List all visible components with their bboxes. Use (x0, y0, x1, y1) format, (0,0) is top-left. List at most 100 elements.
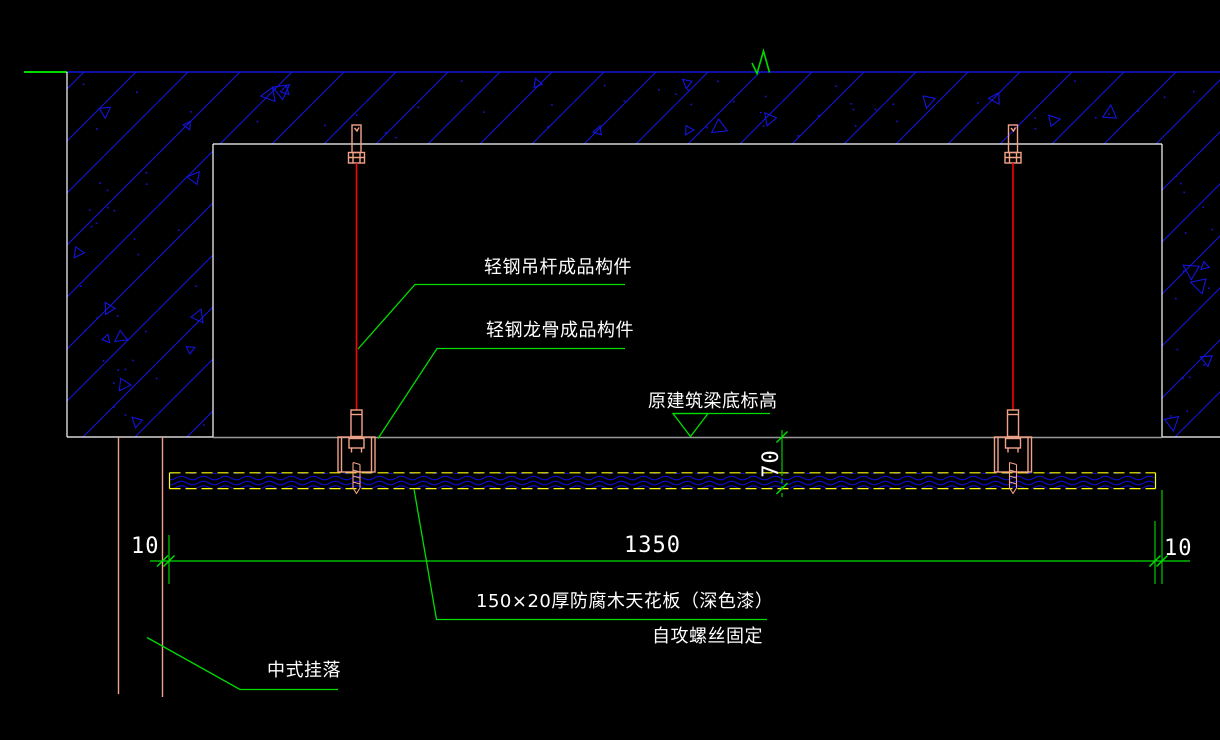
aggregate-dot (690, 103, 693, 106)
aggregate-dot (95, 222, 98, 225)
aggregate-triangle (1047, 114, 1062, 128)
keel-box (337, 436, 376, 473)
bolt-detail-lines (348, 152, 365, 163)
aggregate-dot (107, 206, 109, 209)
aggregate-dot (102, 360, 105, 362)
aggregate-dot (203, 424, 205, 426)
aggregate-dot (133, 238, 136, 240)
aggregate-dot (96, 128, 98, 130)
aggregate-triangle (113, 329, 129, 343)
aggregate-dot (1182, 270, 1185, 272)
aggregate-dot (797, 135, 800, 137)
keel-box (993, 436, 1033, 473)
aggregate-triangle (681, 78, 693, 90)
aggregate-dot (687, 88, 689, 91)
concrete-structure-hatch (67, 72, 1220, 437)
break-mark (751, 48, 771, 76)
aggregate-triangle (1200, 260, 1211, 271)
hanger-assembly-left (337, 124, 376, 495)
aggregate-dot (88, 209, 91, 211)
aggregate-dot (1034, 117, 1037, 119)
leader-hanger-rod (357, 283, 625, 350)
anchor-hook (353, 127, 360, 133)
leader-lines (146, 283, 770, 691)
aggregate-dot (460, 80, 463, 82)
aggregate-dot (603, 84, 606, 87)
dim-ticks-horizontal (156, 554, 1169, 568)
dimension-lines (150, 430, 1190, 584)
aggregate-dot (854, 125, 857, 127)
aggregate-dot (675, 93, 677, 95)
aggregate-dot (90, 225, 93, 228)
aggregate-dot (96, 317, 98, 320)
aggregate-dot (623, 100, 626, 102)
aggregate-dot (1108, 113, 1110, 115)
aggregate-triangle (591, 124, 603, 136)
elevation-triangle-symbol (671, 412, 710, 438)
aggregate-dot (106, 189, 109, 192)
aggregate-dot (1163, 96, 1166, 99)
aggregate-dot (977, 102, 979, 104)
aggregate-triangle (764, 111, 778, 127)
self-tapping-screw (1008, 461, 1018, 495)
aggregate-triangle (104, 301, 117, 316)
aggregate-dot (658, 88, 660, 91)
aggregate-dot (116, 315, 119, 317)
aggregate-dot (80, 285, 82, 287)
aggregate-triangle (73, 245, 86, 259)
aggregate-triangle (1163, 415, 1180, 433)
aggregate-dot (482, 111, 485, 113)
aggregate-dot (1074, 80, 1076, 82)
aggregate-dot (113, 209, 116, 212)
aggregate-dot (190, 111, 192, 113)
bracket-legs (1007, 448, 1019, 453)
aggregate-triangle (710, 117, 729, 134)
keel-flanges (997, 437, 1029, 472)
aggregate-dot (82, 83, 85, 86)
aggregate-dot (145, 183, 148, 185)
keel-hanger-bracket (1004, 437, 1022, 449)
aggregate-dot (706, 126, 708, 129)
aggregate-dot (395, 136, 397, 139)
aggregate-dot (178, 229, 180, 231)
aggregate-triangle (987, 91, 1000, 106)
aggregate-dot (132, 359, 134, 362)
keel-hanger-bracket (348, 437, 365, 449)
aggregate-dot (818, 114, 820, 117)
aggregate-triangle (131, 416, 144, 429)
aggregate-dot (852, 108, 855, 111)
aggregate-triangle (1182, 264, 1201, 281)
aggregate-dot (1208, 287, 1210, 289)
aggregate-dot (874, 108, 877, 111)
hanger-assembly-right (993, 124, 1033, 495)
aggregate-dot (113, 406, 115, 408)
aggregate-dot (1175, 175, 1178, 177)
aggregate-dot (896, 120, 898, 123)
aggregate-dot (551, 104, 553, 106)
aggregate-dot (324, 124, 326, 127)
aggregate-dot (1180, 182, 1182, 185)
aggregate-dot (759, 111, 762, 114)
aggregate-dot (145, 172, 148, 174)
aggregate-triangle (182, 120, 192, 131)
aggregate-dot (256, 120, 259, 123)
leader-keel (377, 347, 625, 439)
aggregate-triangle (922, 95, 937, 110)
aggregate-dot (355, 114, 358, 116)
aggregate-triangle (684, 124, 696, 136)
aggregate-triangle (185, 170, 201, 186)
aggregate-dot (1034, 127, 1037, 130)
aggregate-dot (547, 126, 549, 128)
aggregate-dot (155, 377, 158, 380)
leader-ceiling-board (413, 488, 767, 621)
aggregate-triangle (1189, 278, 1207, 295)
dim70-ticks (775, 430, 789, 495)
aggregate-triangle (118, 377, 133, 392)
aggregate-dot (1183, 191, 1185, 194)
aggregate-triangle (271, 84, 291, 101)
aggregate-dot (417, 106, 420, 109)
aggregate-dot (117, 369, 119, 371)
aggregate-dot (732, 100, 735, 103)
aggregate-dot (124, 368, 127, 371)
